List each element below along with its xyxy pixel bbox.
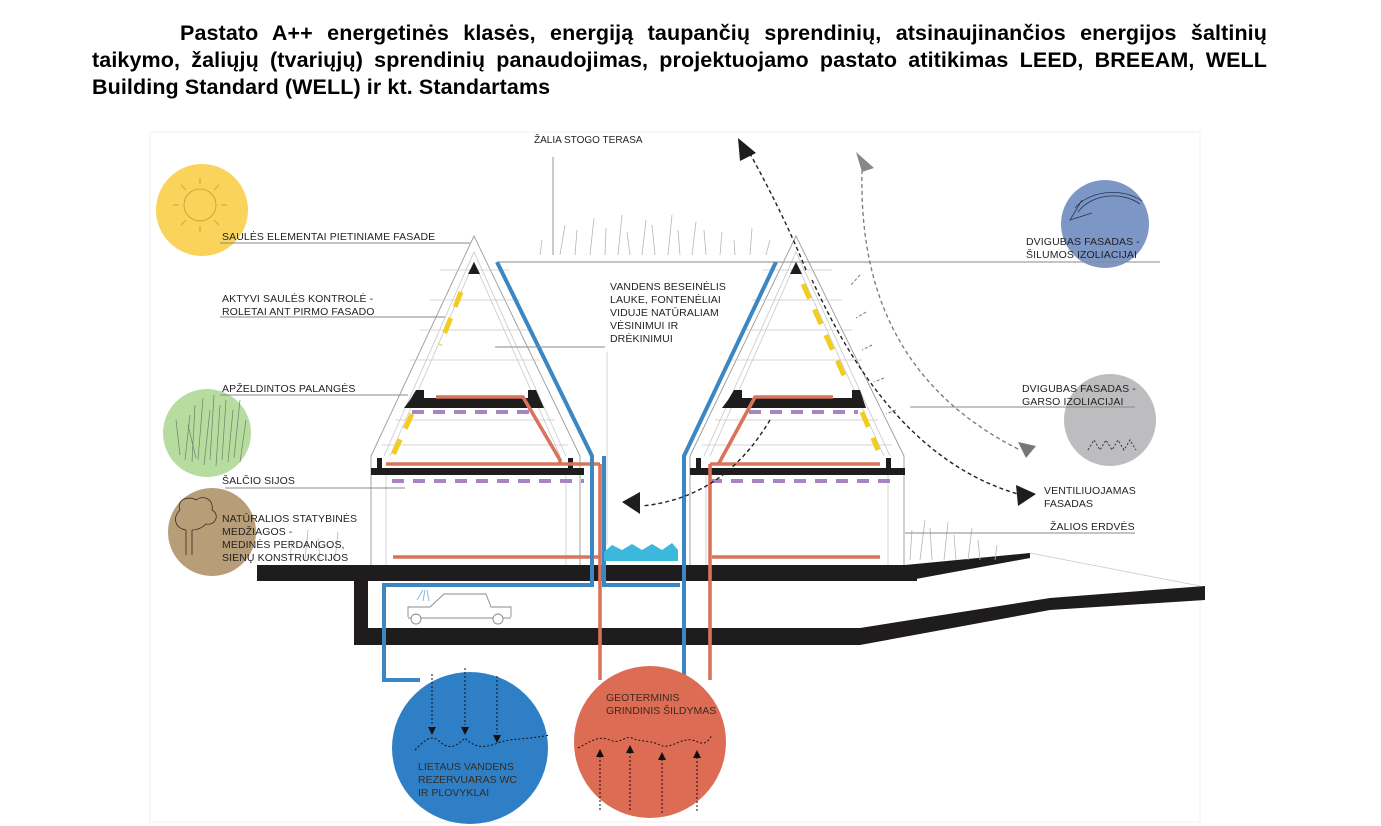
label-active-sun-control-2: ROLETAI ANT PIRMO FASADO (222, 306, 375, 318)
label-double-facade-sound-2: GARSO IZOLIACIJAI (1022, 396, 1123, 408)
label-geothermal-2: GRINDINIS ŠILDYMAS (606, 704, 716, 717)
label-double-facade-thermal-2: ŠILUMOS IZOLIACIJAI (1026, 248, 1137, 261)
ground-floor-slab (257, 565, 917, 581)
arrow-head (738, 138, 756, 161)
car-icon (407, 589, 512, 625)
airflow-arrows (622, 138, 1036, 514)
wind-arrow-icon (1061, 180, 1149, 268)
tree-icon (168, 488, 256, 576)
document-title: Pastato A++ energetinės klasės, energiją… (92, 20, 1267, 101)
label-water-pool-4: VĖSINIMUI IR (610, 319, 679, 332)
label-rainwater-3: IR PLOVYKLAI (418, 787, 489, 799)
leader-lines (220, 157, 1135, 545)
basement-slab (354, 586, 1205, 645)
wood-circle (168, 488, 256, 576)
sound-wave-icon (1064, 374, 1156, 466)
label-rainwater-1: LIETAUS VANDENS (418, 761, 514, 773)
label-water-pool-2: LAUKE, FONTENĖLIAI (610, 293, 721, 306)
left-building (370, 234, 602, 682)
label-natural-materials-4: SIENŲ KONSTRUKCIJOS (222, 552, 348, 564)
label-green-spaces: ŽALIOS ERDVĖS (1050, 520, 1135, 533)
label-water-pool-5: DRĖKINIMUI (610, 332, 673, 345)
basement-wall (354, 581, 368, 643)
green-roof-grass (539, 214, 771, 256)
hot-air-exhaust-arrow (747, 149, 807, 271)
blue-circle (1061, 180, 1149, 268)
label-ventilated-facade-2: FASADAS (1044, 498, 1093, 510)
label-green-roof-terrace: ŽALIA STOGO TERASA (534, 133, 643, 146)
sun-icon (156, 164, 248, 256)
label-solar-elements: SAULĖS ELEMENTAI PIETINIAME FASADE (222, 230, 435, 243)
cooling-air-arrow (641, 419, 771, 507)
label-active-sun-control-1: AKTYVI SAULĖS KONTROLĖ - (222, 292, 374, 305)
sun-circle (156, 164, 248, 256)
rainwater-reservoir (392, 668, 551, 824)
page-frame (149, 131, 1201, 823)
label-natural-materials-2: MEDŽIAGOS - (222, 525, 293, 538)
terrain-line (1029, 552, 1201, 587)
label-water-pool-1: VANDENS BESEINĖLIS (610, 280, 726, 293)
label-green-sills: APŽELDINTOS PALANGĖS (222, 382, 356, 395)
sound-wave-arrow (861, 169, 1021, 451)
solar-shading-roller (437, 291, 464, 346)
geothermal-circle (574, 666, 726, 818)
ventilated-facade-arrow (811, 279, 1019, 495)
right-terrain-slab (905, 553, 1030, 581)
label-geothermal-1: GEOTERMINIS (606, 692, 680, 704)
right-building-outline (689, 234, 905, 565)
label-cold-beams: ŠALČIO SIJOS (222, 474, 295, 487)
label-double-facade-sound-1: DVIGUBAS FASADAS - (1022, 383, 1136, 395)
label-water-pool-3: VIDUJE NATŪRALIAM (610, 307, 719, 319)
rainwater-circle (392, 672, 548, 824)
geothermal-heating (574, 666, 726, 818)
left-grass (289, 529, 339, 561)
left-building-outline (370, 234, 581, 565)
label-rainwater-2: REZERVUARAS WC (418, 774, 517, 786)
water-wave-icon (604, 543, 678, 561)
green-circle (163, 389, 251, 477)
label-ventilated-facade-1: VENTILIUOJAMAS (1044, 485, 1136, 497)
ground-slabs (257, 552, 1205, 645)
grass-icon (163, 389, 251, 477)
label-double-facade-thermal-1: DVIGUBAS FASADAS - (1026, 236, 1140, 248)
label-natural-materials-1: NATŪRALIOS STATYBINĖS (222, 512, 357, 525)
label-natural-materials-3: MEDINĖS PERDANGOS, (222, 538, 345, 551)
grey-circle (1064, 374, 1156, 466)
green-space-grass (909, 519, 998, 561)
document-title-text: Pastato A++ energetinės klasės, energiją… (92, 21, 1267, 99)
rainwater-pipe-left (382, 261, 594, 682)
